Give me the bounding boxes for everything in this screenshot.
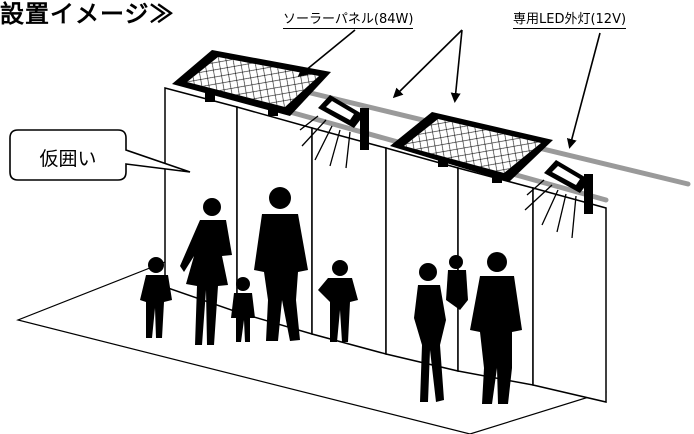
people-silhouettes-group-2: [414, 252, 522, 404]
led-light-1: [299, 95, 369, 169]
led-light-label: 専用LED外灯(12V): [513, 12, 627, 29]
annotation-arrows: [297, 29, 601, 149]
solar-panel-label: ソーラーパネル(84W): [283, 12, 414, 29]
light-beams-2: [524, 179, 577, 239]
enclosure-label: 仮囲い: [39, 148, 97, 170]
light-beams-1: [299, 115, 351, 169]
diagram-title: 設置イメージ≫: [0, 0, 175, 28]
people-silhouettes-group-1: [140, 187, 358, 345]
led-light-2: [524, 160, 593, 239]
solar-panel-2: [390, 112, 553, 183]
solar-panel-1: [172, 50, 331, 116]
enclosure-callout: [9, 129, 191, 181]
